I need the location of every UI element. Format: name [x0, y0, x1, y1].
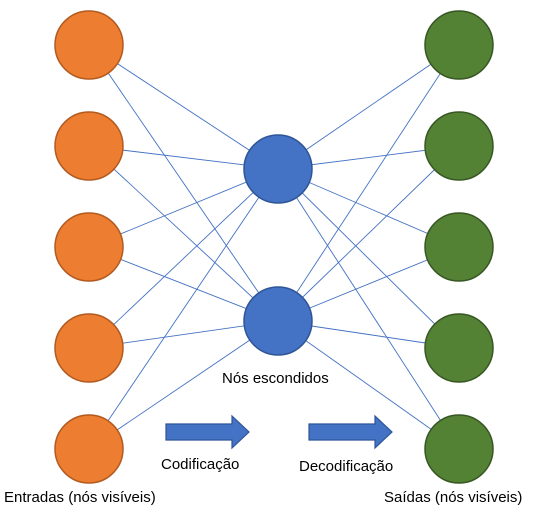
- process-arrows: [165, 414, 393, 450]
- output-node-4: [424, 313, 494, 383]
- edge-input-4-hidden-1: [88, 168, 279, 349]
- edge-input-1-hidden-1: [88, 44, 279, 170]
- edge-hidden-1-output-1: [277, 44, 460, 170]
- hidden-node-2: [243, 286, 313, 356]
- edge-hidden-1-output-5: [277, 168, 460, 450]
- edge-hidden-2-output-1: [277, 44, 460, 322]
- input-node-4: [54, 313, 124, 383]
- edge-hidden-1-output-4: [277, 168, 460, 349]
- encoding-label: Codificação: [161, 456, 240, 473]
- output-node-3: [424, 212, 494, 282]
- edge-input-1-hidden-2: [88, 44, 279, 322]
- hidden-nodes-label: Nós escondidos: [222, 370, 329, 387]
- encoding-arrow-icon: [165, 414, 250, 450]
- network-nodes: [54, 10, 494, 484]
- edge-hidden-2-output-2: [277, 145, 460, 322]
- input-node-1: [54, 10, 124, 80]
- edge-input-5-hidden-2: [88, 320, 279, 450]
- output-node-5: [424, 414, 494, 484]
- input-node-5: [54, 414, 124, 484]
- edge-hidden-2-output-5: [277, 320, 460, 450]
- edge-input-2-hidden-2: [88, 145, 279, 322]
- connection-edges: [88, 44, 460, 450]
- hidden-node-1: [243, 134, 313, 204]
- decoding-label: Decodificação: [299, 458, 394, 475]
- inputs-label: Entradas (nós visíveis): [4, 489, 156, 506]
- output-node-1: [424, 10, 494, 80]
- input-node-3: [54, 212, 124, 282]
- output-node-2: [424, 111, 494, 181]
- input-node-2: [54, 111, 124, 181]
- edge-input-5-hidden-1: [88, 168, 279, 450]
- outputs-label: Saídas (nós visíveis): [384, 489, 523, 506]
- decoding-arrow-icon: [308, 414, 393, 450]
